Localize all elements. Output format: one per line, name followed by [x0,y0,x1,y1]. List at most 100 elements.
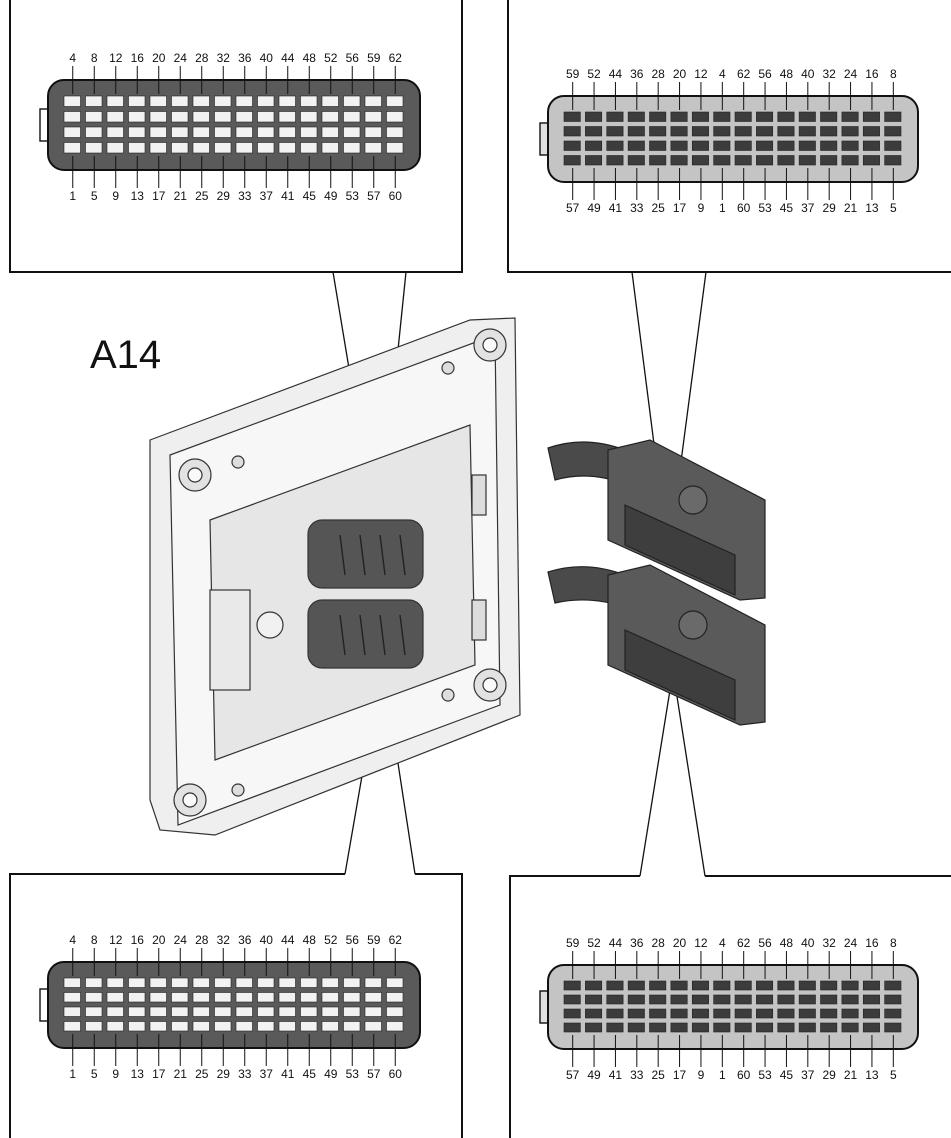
connector-pin [364,1021,382,1032]
connector-pin [649,1022,667,1033]
connector-pin [670,1008,688,1019]
connector-pin [106,977,124,988]
connector-pin [777,1008,795,1019]
pin-label-top: 4 [69,933,76,947]
connector-pin [734,126,752,137]
connector-pin [321,126,339,138]
connector-pin [300,126,318,138]
connector-pin [343,126,361,138]
connector-pin [300,142,318,154]
connector-pin [192,126,210,138]
connector-pin [321,142,339,154]
pin-label-top: 20 [152,933,166,947]
pin-label-bottom: 13 [865,201,879,215]
connector-pin [627,980,645,991]
connector-pin [798,140,816,151]
pin-label-top: 62 [737,936,751,950]
connector-pin [235,1006,253,1017]
connector-pin [171,111,189,123]
connector-pin [85,142,103,154]
pin-label-bottom: 21 [174,1067,188,1081]
pin-label-bottom: 1 [719,1068,726,1082]
connector-body [47,961,421,1049]
connector-pin [777,1022,795,1033]
connector-pin [841,1008,859,1019]
connector-pin [798,1022,816,1033]
connector-pin [149,142,167,154]
pin-label-bottom: 45 [780,201,794,215]
connector-pin [884,155,902,166]
connector-pin [214,111,232,123]
pin-label-bottom: 41 [281,189,295,203]
connector-pin [691,1008,709,1019]
connector-pin [585,140,603,151]
connector-pin [841,994,859,1005]
pin-label-bottom: 33 [238,189,252,203]
connector-pin [386,1006,404,1017]
connector-pin [798,1008,816,1019]
connector-pin [214,142,232,154]
pin-label-bottom: 1 [69,1067,76,1081]
pin-label-bottom: 33 [238,1067,252,1081]
connector-pin [862,980,880,991]
pin-label-bottom: 53 [758,201,772,215]
connector-pin [713,1008,731,1019]
pin-label-top: 40 [801,67,815,81]
connector-pin [563,980,581,991]
pin-label-bottom: 57 [566,201,580,215]
connector-pin [171,1021,189,1032]
ecu-slot-2 [471,599,487,641]
connector-pin [343,111,361,123]
connector-pin [884,1008,902,1019]
pin-label-bottom: 21 [844,201,858,215]
connector-pin [192,1006,210,1017]
connector-pin [235,977,253,988]
connector-pin [192,992,210,1003]
connector-pin [278,142,296,154]
connector-pin [343,1006,361,1017]
connector-pin [192,1021,210,1032]
pin-label-top: 52 [324,51,338,65]
connector-pin [670,140,688,151]
connector-pin [563,1022,581,1033]
connector-pin [820,155,838,166]
connector-pin [128,1006,146,1017]
pin-label-top: 32 [823,67,837,81]
connector-pin [563,994,581,1005]
pin-label-bottom: 13 [865,1068,879,1082]
connector-pin [214,126,232,138]
connector-pin [862,111,880,122]
connector-pin [149,126,167,138]
connector-pin [343,977,361,988]
ecu-mount-hole-2-inner [482,337,498,353]
pin-label-top: 52 [324,933,338,947]
connector-pin [386,1021,404,1032]
ecu-socket-top [307,519,424,589]
connector-pin [841,155,859,166]
connector-pin [128,992,146,1003]
connector-pin [820,111,838,122]
connector-pin [149,95,167,107]
connector-pin [278,111,296,123]
connector-pin [649,980,667,991]
connector-pin [884,111,902,122]
connector-pin [884,126,902,137]
ecu-screw-2 [441,361,455,375]
connector-pin [128,95,146,107]
pin-label-bottom: 60 [737,201,751,215]
connector-pin [235,111,253,123]
pin-label-top: 12 [694,936,708,950]
connector-pin [278,95,296,107]
connector-pin [63,95,81,107]
connector-pin [214,1006,232,1017]
connector-pin [149,1021,167,1032]
connector-body [547,964,919,1050]
ecu-unit [149,317,521,836]
connector-pin [841,111,859,122]
connector-pin [149,1006,167,1017]
connector-pin [85,1006,103,1017]
pin-label-top: 8 [91,51,98,65]
